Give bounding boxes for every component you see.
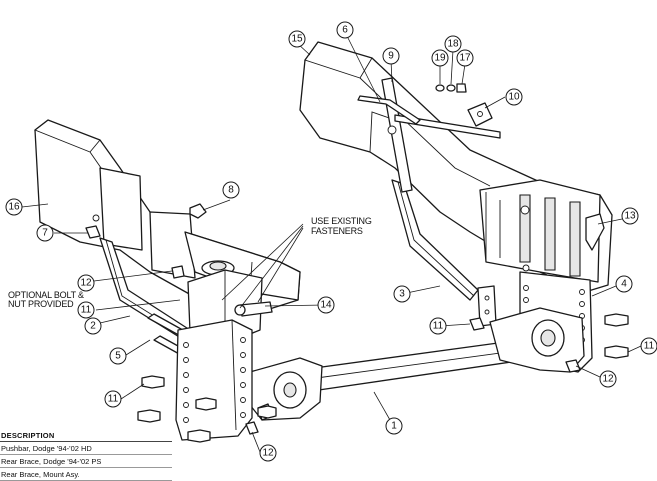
note-use-existing-line1: USE EXISTING xyxy=(311,216,372,226)
svg-text:4: 4 xyxy=(621,279,627,290)
svg-text:16: 16 xyxy=(8,202,20,213)
clamp-straps xyxy=(357,77,501,193)
callout-12-a: 12 xyxy=(77,274,95,292)
callout-6: 6 xyxy=(336,21,354,39)
callout-17: 17 xyxy=(456,49,474,67)
parts-legend: DESCRIPTION Pushbar, Dodge '94-'02 HD Re… xyxy=(0,430,172,481)
callout-18: 18 xyxy=(444,35,462,53)
callout-11-c: 11 xyxy=(429,317,447,335)
left-mount-plate xyxy=(175,319,253,441)
svg-text:3: 3 xyxy=(399,289,405,300)
note-optional-bolt-line1: OPTIONAL BOLT & xyxy=(8,290,84,300)
legend-header: DESCRIPTION xyxy=(0,430,172,442)
callout-15: 15 xyxy=(288,30,306,48)
callout-5: 5 xyxy=(109,347,127,365)
callout-14: 14 xyxy=(317,296,335,314)
svg-text:2: 2 xyxy=(90,321,96,332)
callout-10: 10 xyxy=(505,88,523,106)
svg-text:12: 12 xyxy=(262,448,274,459)
svg-text:11: 11 xyxy=(433,321,444,332)
svg-text:14: 14 xyxy=(320,300,332,311)
svg-text:12: 12 xyxy=(80,278,92,289)
svg-text:8: 8 xyxy=(228,185,234,196)
callout-12-b: 12 xyxy=(599,370,617,388)
note-use-existing-line2: FASTENERS xyxy=(311,226,363,236)
pushbar xyxy=(245,307,585,421)
small-bracket xyxy=(467,102,493,127)
svg-text:9: 9 xyxy=(388,51,394,62)
legend-row: Rear Brace, Dodge '94-'02 PS xyxy=(0,455,172,468)
hardware xyxy=(85,203,629,443)
svg-text:12: 12 xyxy=(602,374,614,385)
callout-12-c: 12 xyxy=(259,444,277,462)
svg-text:6: 6 xyxy=(342,25,348,36)
right-frame-rail xyxy=(299,41,613,293)
callout-11-a: 11 xyxy=(77,301,95,319)
svg-text:11: 11 xyxy=(644,341,655,352)
svg-text:5: 5 xyxy=(115,351,121,362)
callout-19: 19 xyxy=(431,49,449,67)
svg-text:19: 19 xyxy=(434,53,446,64)
callout-13: 13 xyxy=(621,207,639,225)
legend-row: Rear Brace, Mount Asy. xyxy=(0,468,172,481)
svg-text:11: 11 xyxy=(108,394,119,405)
callout-11-d: 11 xyxy=(640,337,657,355)
note-optional-bolt-line2: NUT PROVIDED xyxy=(8,299,74,309)
callout-1: 1 xyxy=(385,417,403,435)
callout-3: 3 xyxy=(393,285,411,303)
callout-11-b: 11 xyxy=(104,390,122,408)
svg-text:10: 10 xyxy=(508,92,520,103)
callout-9: 9 xyxy=(382,47,400,65)
svg-text:1: 1 xyxy=(391,421,397,432)
svg-text:17: 17 xyxy=(459,53,471,64)
svg-text:11: 11 xyxy=(81,305,92,316)
washer-set xyxy=(435,83,467,93)
left-frame-rail xyxy=(34,119,301,313)
callout-16: 16 xyxy=(5,198,23,216)
svg-text:7: 7 xyxy=(42,228,48,239)
svg-text:15: 15 xyxy=(291,34,303,45)
callout-4: 4 xyxy=(615,275,633,293)
callout-7: 7 xyxy=(36,224,54,242)
svg-text:18: 18 xyxy=(447,39,459,50)
legend-row: Pushbar, Dodge '94-'02 HD xyxy=(0,442,172,455)
svg-text:13: 13 xyxy=(624,211,636,222)
callout-8: 8 xyxy=(222,181,240,199)
callout-2: 2 xyxy=(84,317,102,335)
